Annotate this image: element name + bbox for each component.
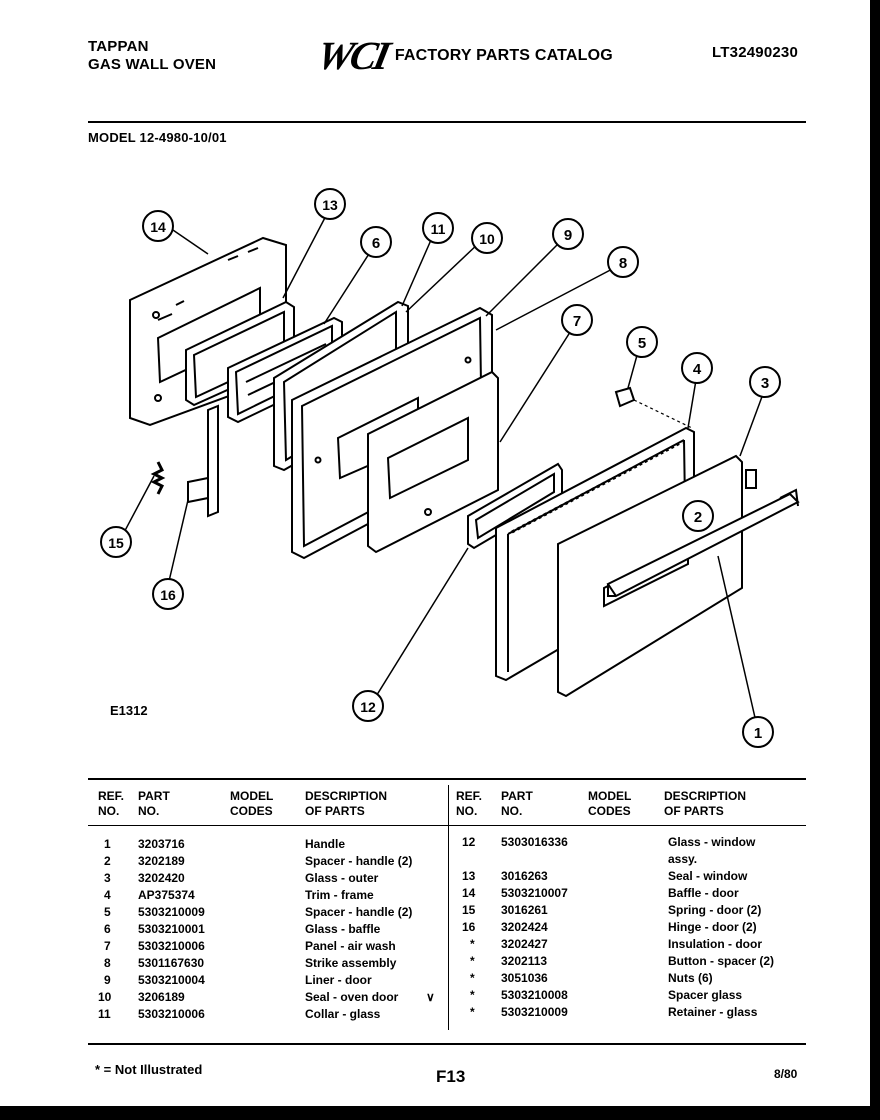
catalog-date: 8/80	[774, 1067, 798, 1081]
wci-logo: WCI	[313, 33, 392, 78]
callout-15: 15	[100, 526, 132, 558]
callout-10: 10	[471, 222, 503, 254]
callout-7: 7	[561, 304, 593, 336]
handle-part	[606, 488, 800, 598]
figure-code: E1312	[110, 703, 148, 718]
model-number: MODEL 12-4980-10/01	[88, 130, 227, 145]
table-top-rule	[88, 778, 806, 780]
revision-mark: ∨	[426, 990, 435, 1004]
ref-header-right: REF.NO.	[456, 789, 483, 818]
header-underline	[88, 825, 806, 826]
callout-12: 12	[352, 690, 384, 722]
product-type: GAS WALL OVEN	[88, 56, 217, 73]
scan-border-bottom	[0, 1106, 880, 1120]
catalog-title: FACTORY PARTS CATALOG	[394, 46, 613, 64]
svg-text:15: 15	[108, 535, 124, 551]
svg-text:9: 9	[564, 227, 572, 244]
svg-text:13: 13	[322, 197, 338, 213]
svg-text:1: 1	[754, 725, 762, 742]
table-bottom-rule	[88, 1043, 806, 1045]
handle-spacer-part	[614, 386, 636, 408]
callout-3: 3	[749, 366, 781, 398]
svg-text:14: 14	[150, 219, 166, 235]
door-spring-part	[150, 461, 166, 495]
svg-text:2: 2	[694, 509, 702, 526]
table-row: assy.	[668, 852, 698, 866]
svg-text:4: 4	[693, 361, 702, 378]
page-number: F13	[436, 1067, 466, 1086]
callout-labels: 1 2 3 4 5 6 7 8 9 10 11 12 13 14 15 16	[100, 188, 781, 748]
svg-text:11: 11	[431, 221, 446, 237]
column-divider	[448, 785, 449, 1030]
brand-block: TAPPAN GAS WALL OVEN	[88, 38, 216, 74]
footnote: * = Not Illustrated	[95, 1062, 203, 1077]
svg-text:5: 5	[638, 335, 646, 352]
air-wash-panel-part	[367, 370, 499, 554]
callout-6: 6	[360, 226, 392, 258]
header-rule	[88, 121, 806, 123]
svg-text:10: 10	[479, 231, 495, 247]
svg-text:16: 16	[160, 587, 176, 603]
catalog-number: LT32490230	[712, 44, 798, 61]
callout-5: 5	[626, 326, 658, 358]
callout-1: 1	[742, 716, 774, 748]
callout-8: 8	[607, 246, 639, 278]
exploded-door-diagram: 1 2 3 4 5 6 7 8 9 10 11 12 13 14 15 16	[100, 188, 800, 748]
door-hinge-part	[187, 404, 219, 518]
callout-2: 2	[682, 500, 714, 532]
svg-text:7: 7	[573, 313, 581, 330]
callout-11: 11	[422, 212, 454, 244]
svg-text:6: 6	[372, 235, 380, 252]
callout-14: 14	[142, 210, 174, 242]
brand-name: TAPPAN	[88, 38, 149, 55]
scan-border-right	[870, 0, 880, 1120]
spacer-part	[745, 469, 757, 489]
ref-header: REF.NO.	[98, 789, 125, 818]
svg-text:8: 8	[619, 255, 627, 272]
callout-4: 4	[681, 352, 713, 384]
callout-16: 16	[152, 578, 184, 610]
catalog-heading: WCI FACTORY PARTS CATALOG	[313, 32, 613, 79]
svg-text:3: 3	[761, 375, 769, 392]
svg-text:12: 12	[360, 699, 376, 715]
callout-9: 9	[552, 218, 584, 250]
callout-13: 13	[314, 188, 346, 220]
